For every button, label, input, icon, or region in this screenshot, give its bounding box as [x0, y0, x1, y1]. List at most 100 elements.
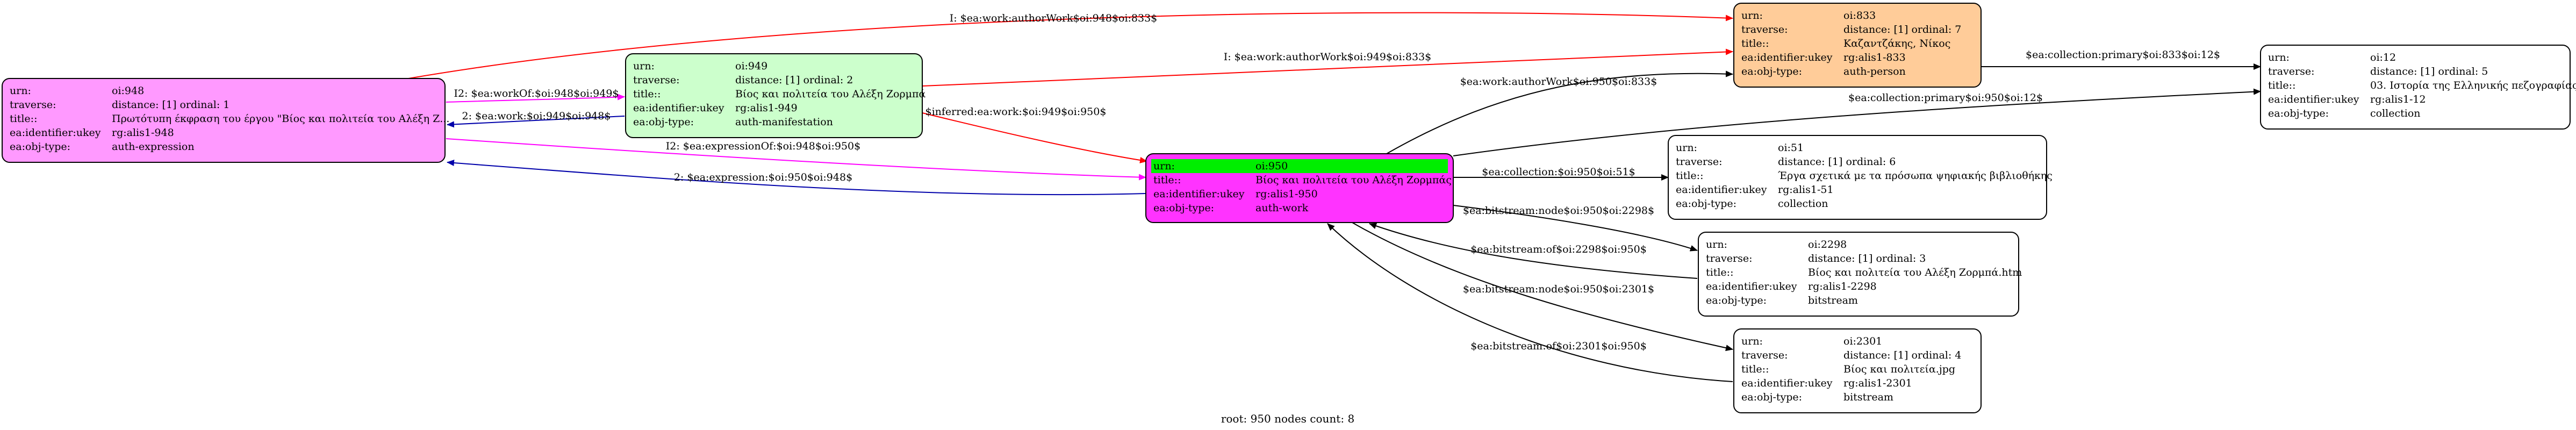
node-field-key: traverse: [1741, 24, 1788, 35]
edge-label: $ea:work:authorWork$oi:950$oi:833$ [1460, 76, 1657, 88]
node-field-key: title:: [1676, 170, 1703, 182]
node-field-key: traverse: [1706, 253, 1753, 264]
edge-line [1327, 223, 1733, 382]
node-field-key: urn: [1153, 160, 1175, 172]
node-box [2260, 45, 2571, 130]
edge-label: $ea:bitstream:node$oi:950$oi:2301$ [1463, 283, 1654, 295]
edge-line [408, 12, 1733, 79]
graph-edge: I: $ea:work:authorWork$oi:949$oi:833$ [922, 48, 1733, 87]
node-field-key: urn: [10, 85, 31, 97]
node-field-value: auth-expression [112, 141, 195, 153]
node-field-key: title:: [1706, 267, 1733, 278]
edge-line [1453, 205, 1698, 252]
node-field-key: traverse: [10, 99, 56, 111]
node-field-value: Πρωτότυπη έκφραση του έργου "Βίος και πο… [112, 113, 449, 125]
node-field-key: ea:identifier:ukey [1706, 281, 1797, 292]
node-field-value: oi:833 [1843, 10, 1876, 22]
node-field-key: title:: [10, 113, 37, 125]
root-highlight [1151, 159, 1448, 173]
graph-edge: $ea:bitstream:node$oi:950$oi:2298$ [1453, 205, 1698, 252]
node-field-value: rg:alis1-833 [1843, 52, 1906, 63]
node-field-value: bitstream [1808, 295, 1858, 306]
node-field-key: ea:obj-type: [1741, 66, 1802, 77]
node-field-value: auth-work [1255, 202, 1309, 214]
graph-edge: I2: $ea:workOf:$oi:948$oi:949$ [446, 88, 625, 103]
node-box [625, 53, 923, 138]
node-field-key: ea:obj-type: [1706, 295, 1767, 306]
node-box [2, 78, 446, 163]
node-field-key: title:: [633, 88, 661, 100]
edge-label: $ea:collection:primary$oi:833$oi:12$ [2026, 49, 2220, 61]
node-field-value: oi:12 [2370, 52, 2396, 63]
node-field-key: ea:identifier:ukey [1741, 377, 1833, 389]
edge-label: $ea:bitstream:of$oi:2298$oi:950$ [1470, 243, 1647, 255]
edge-line [1386, 70, 1733, 154]
edge-label: I: $ea:work:authorWork$oi:948$oi:833$ [950, 12, 1158, 24]
node-field-value: rg:alis1-950 [1255, 188, 1318, 200]
edge-line [447, 160, 1146, 196]
node-field-value: rg:alis1-949 [735, 102, 798, 114]
graph-edge: $ea:collection:primary$oi:950$oi:12$ [1453, 88, 2261, 156]
graph-edge: $ea:collection:primary$oi:833$oi:12$ [1981, 49, 2261, 70]
node-field-key: ea:obj-type: [10, 141, 70, 153]
edge-line [1369, 223, 1698, 279]
graph-edge: I: $inferred:ea:work:$oi:949$oi:950$ [915, 106, 1147, 163]
node-box [1733, 3, 1982, 88]
node-field-value: 03. Ιστορία της Ελληνικής πεζογραφίας [2370, 80, 2576, 91]
node-field-key: traverse: [1676, 156, 1723, 168]
node-field-value: distance: [1] ordinal: 5 [2370, 66, 2488, 77]
node-field-value: oi:948 [112, 85, 144, 97]
node-field-value: auth-manifestation [735, 116, 833, 128]
node-box [1668, 135, 2047, 220]
graph-edge: 2: $ea:expression:$oi:950$oi:948$ [447, 160, 1146, 196]
edge-label: I2: $ea:workOf:$oi:948$oi:949$ [454, 88, 619, 99]
edge-line [922, 112, 1147, 163]
graph-edge: $ea:collection:$oi:950$oi:51$ [1453, 166, 1669, 181]
node-field-value: rg:alis1-51 [1778, 184, 1834, 196]
graph-node[interactable]: urn: oi:948 traverse: distance: [1] ordinal… [2, 78, 449, 163]
nodes-layer: urn: oi:948 traverse: distance: [1] ordinal… [2, 3, 2576, 413]
node-field-value: oi:949 [735, 60, 767, 72]
node-field-key: title:: [2268, 80, 2295, 91]
edge-label: I2: $ea:expressionOf:$oi:948$oi:950$ [666, 140, 860, 152]
node-field-value: collection [1778, 198, 1828, 210]
node-field-value: distance: [1] ordinal: 1 [112, 99, 229, 111]
edge-label: I: $ea:work:authorWork$oi:949$oi:833$ [1224, 51, 1432, 63]
edge-line [446, 94, 625, 103]
node-field-key: title:: [1741, 38, 1769, 49]
graph-edge: 2: $ea:work:$oi:949$oi:948$ [447, 110, 625, 128]
node-box [1733, 328, 1982, 413]
node-field-value: oi:2301 [1843, 335, 1882, 347]
graph-node[interactable]: urn: oi:833 traverse: distance: [1] ordinal… [1733, 3, 1982, 88]
node-field-value: bitstream [1843, 391, 1893, 403]
node-field-value: auth-person [1843, 66, 1906, 77]
node-field-value: distance: [1] ordinal: 6 [1778, 156, 1896, 168]
edge-line [922, 48, 1733, 87]
node-field-value: oi:950 [1255, 160, 1288, 172]
graph-edge: $ea:bitstream:node$oi:950$oi:2301$ [1352, 222, 1733, 352]
graph-edge: I2: $ea:expressionOf:$oi:948$oi:950$ [446, 138, 1146, 181]
graph-edge: $ea:bitstream:of$oi:2298$oi:950$ [1369, 223, 1698, 279]
edge-line [446, 138, 1146, 181]
edge-label: $ea:bitstream:node$oi:950$oi:2298$ [1463, 205, 1654, 217]
node-field-key: urn: [1676, 142, 1697, 154]
node-field-key: urn: [2268, 52, 2290, 63]
node-field-key: ea:obj-type: [1741, 391, 1802, 403]
edge-label: 2: $ea:work:$oi:949$oi:948$ [462, 110, 611, 122]
graph-edge: $ea:bitstream:of$oi:2301$oi:950$ [1327, 223, 1733, 382]
node-field-value: Έργα σχετικά με τα πρόσωπα ψηφιακής βιβλ… [1778, 170, 2053, 182]
edge-line [447, 116, 625, 128]
node-field-value: distance: [1] ordinal: 7 [1843, 24, 1961, 35]
node-field-key: urn: [1741, 10, 1763, 22]
edge-label: $ea:collection:$oi:950$oi:51$ [1482, 166, 1635, 178]
node-field-key: ea:identifier:ukey [2268, 94, 2359, 105]
node-field-key: ea:identifier:ukey [633, 102, 724, 114]
edges-layer: I: $ea:work:authorWork$oi:948$oi:833$ I2:… [408, 12, 2261, 382]
